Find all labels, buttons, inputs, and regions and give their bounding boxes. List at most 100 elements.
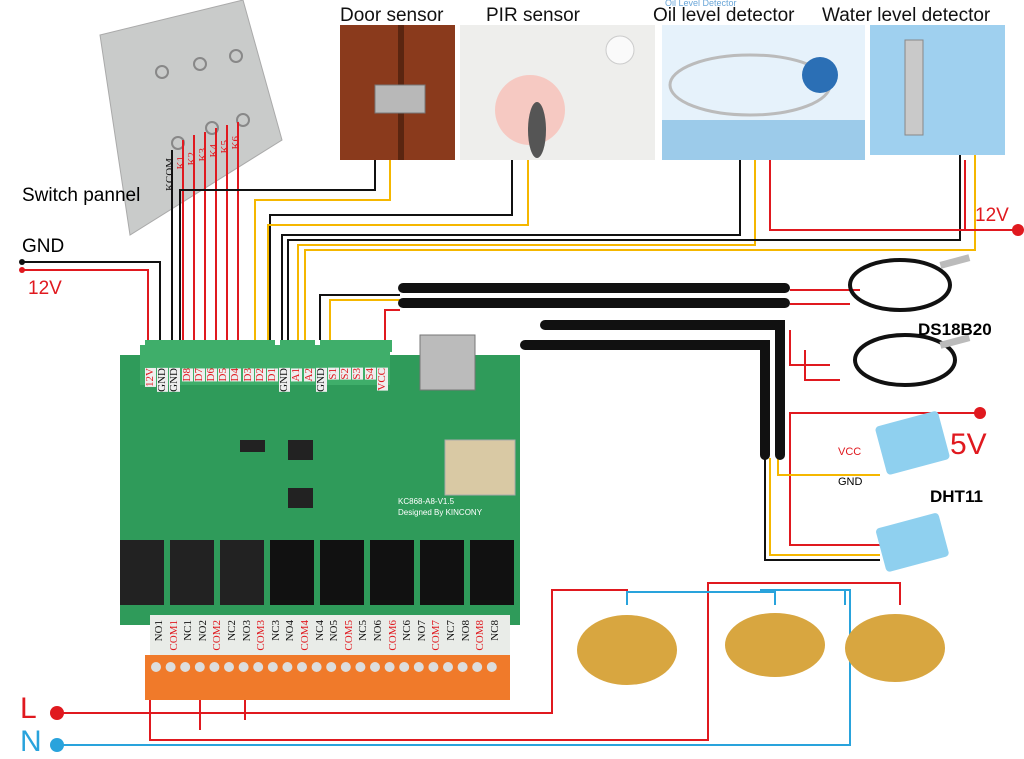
board-designer: Designed By KINCONY <box>398 508 483 517</box>
12v-right-label: 12V <box>975 205 1009 226</box>
terminal-screw <box>238 662 249 672</box>
terminal-screw <box>413 662 424 672</box>
relay-terminal-label: NC5 <box>357 620 370 641</box>
terminal-screw <box>165 662 176 672</box>
relay-terminal-label: NO6 <box>372 620 384 642</box>
relay-terminal-label: NC7 <box>445 620 457 641</box>
oil-level-detector-photo <box>662 25 865 160</box>
relay <box>170 540 214 605</box>
terminal-screw <box>399 662 410 672</box>
ds18b20-label: DS18B20 <box>918 320 992 339</box>
relay-terminal-label: NO2 <box>196 620 209 642</box>
input-terminal-label: D1 <box>266 368 278 382</box>
input-terminal-label: A2 <box>302 368 315 382</box>
relay-terminal-label: NC4 <box>313 620 326 641</box>
terminal-screw <box>209 662 220 672</box>
relay-terminal-label: COM7 <box>430 620 443 651</box>
relay-terminal-label: COM3 <box>255 620 268 651</box>
terminal-screw <box>486 662 497 672</box>
relay-terminal-label: COM6 <box>386 620 399 651</box>
relay-terminal-label: NO1 <box>153 620 165 642</box>
terminal-screw <box>472 662 483 672</box>
dht-vcc-label: VCC <box>838 446 862 458</box>
relay-terminal-label: NC8 <box>488 620 501 641</box>
water-level-detector-label: Water level detector <box>822 5 991 26</box>
12v-left-terminal-dot <box>19 267 25 273</box>
relay <box>120 540 164 605</box>
terminal-screw <box>457 662 468 672</box>
pir-sensor-label: PIR sensor <box>486 5 580 26</box>
terminal-screw <box>384 662 395 672</box>
relay <box>320 540 364 605</box>
neutral-label: N <box>20 725 42 758</box>
live-label: L <box>20 692 37 725</box>
input-terminal-label: D8 <box>180 368 193 382</box>
input-terminal-label: D2 <box>253 368 266 382</box>
ds18b20-probes <box>398 254 971 460</box>
switch-terminal-label: K6 <box>230 136 242 150</box>
input-terminal-label: A1 <box>290 368 303 382</box>
terminal-screw <box>267 662 278 672</box>
terminal-screw <box>326 662 337 672</box>
wires <box>22 122 1018 746</box>
input-terminal-label: S1 <box>327 368 339 380</box>
relay <box>470 540 514 605</box>
relay-terminal-label: COM2 <box>211 620 224 651</box>
power-button-icons <box>155 49 250 150</box>
terminal-screw <box>180 662 191 672</box>
terminal-screw <box>311 662 322 672</box>
input-terminal-label: D4 <box>229 368 242 382</box>
input-terminal-label: D5 <box>217 368 230 382</box>
relay <box>220 540 264 605</box>
door-sensor-photo <box>340 25 455 160</box>
terminal-screw <box>282 662 293 672</box>
input-terminal-label: VCC <box>375 368 388 391</box>
input-terminal-label: 12V <box>144 368 156 387</box>
terminal-screw <box>224 662 234 672</box>
pir-sensor-photo <box>460 25 655 160</box>
switch-panel <box>99 0 283 236</box>
terminal-screw <box>428 662 439 672</box>
5v-label: 5V <box>950 428 987 461</box>
input-terminal-label: S4 <box>363 368 376 380</box>
5v-terminal-dot <box>974 407 986 419</box>
terminal-screw <box>297 662 307 672</box>
relay-terminal-label: COM8 <box>474 620 487 651</box>
input-terminal-label: GND <box>168 368 181 392</box>
relay-terminal-label: NO4 <box>284 620 297 642</box>
relay-terminal-label: NC1 <box>182 620 195 641</box>
water-level-detector-photo <box>870 25 1005 155</box>
dht-gnd-label: GND <box>838 476 863 488</box>
relay-terminal-label: COM1 <box>167 620 180 651</box>
input-terminal-label: D3 <box>241 368 254 382</box>
relay <box>420 540 464 605</box>
switch-panel-label: Switch pannel <box>22 185 141 206</box>
relay-terminal-label: COM5 <box>342 620 355 651</box>
relay-terminal-label: NO7 <box>415 620 428 642</box>
input-terminal-label: GND <box>314 368 327 392</box>
dht11-label: DHT11 <box>930 487 983 506</box>
relay-terminal-label: NO5 <box>328 620 341 642</box>
terminal-screw <box>253 662 264 672</box>
live-terminal-dot <box>50 706 64 720</box>
relay-terminal-label: NC2 <box>226 620 238 641</box>
input-terminal-label: D7 <box>192 368 205 382</box>
door-sensor-label: Door sensor <box>340 5 444 26</box>
neutral-terminal-dot <box>50 738 64 752</box>
input-terminal-label: D6 <box>205 368 217 382</box>
terminal-screw <box>340 662 351 672</box>
relay-terminal-label: COM4 <box>299 620 311 651</box>
input-terminal-label: S3 <box>351 368 364 380</box>
terminal-screw <box>443 662 453 672</box>
relay-terminal-label: NO3 <box>240 620 253 642</box>
board-model: KC868-A8-V1.5 <box>398 497 455 506</box>
terminal-screw <box>370 662 380 672</box>
input-terminal-label: GND <box>278 368 291 392</box>
dht11-sensors <box>875 411 950 572</box>
chandeliers <box>577 613 945 685</box>
relays <box>120 540 514 605</box>
relay-terminal-label: NC6 <box>401 620 414 641</box>
relay <box>270 540 314 605</box>
input-terminal-label: S2 <box>339 368 352 380</box>
